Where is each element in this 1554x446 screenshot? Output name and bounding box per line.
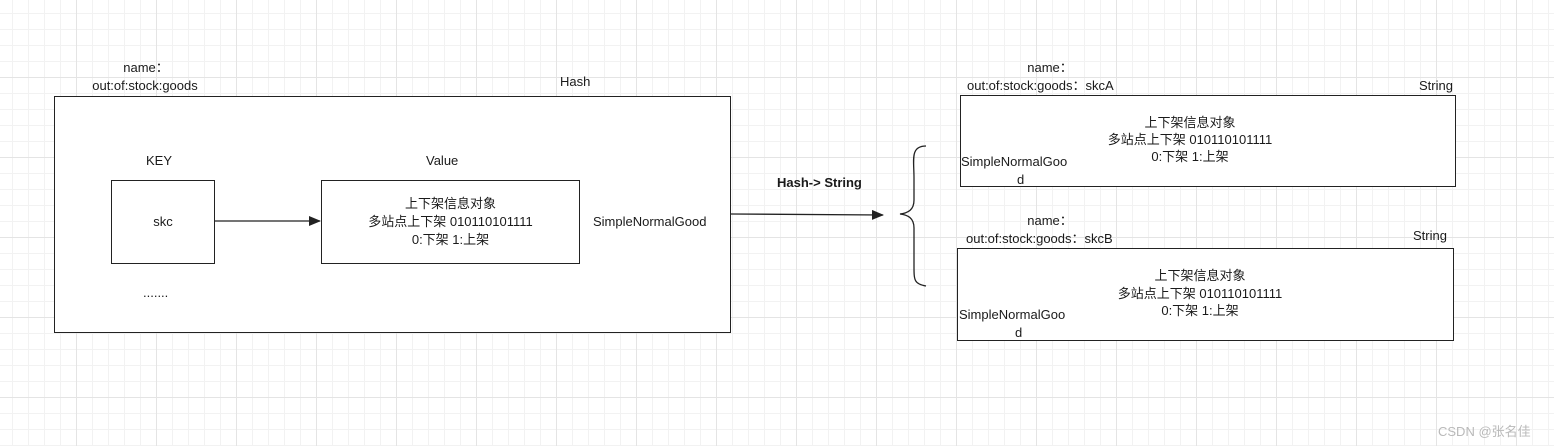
string-a-type-name-line-1: SimpleNormalGoo <box>961 154 1068 169</box>
hash-to-string-arrow <box>730 209 884 220</box>
hash-name-value: out:of:stock:goods <box>92 78 198 93</box>
string-a-type-label: String <box>1419 78 1453 93</box>
value-box <box>321 180 580 264</box>
string-a-name-label: name： <box>1027 60 1073 75</box>
string-a-box <box>960 95 1456 187</box>
key-text: skc <box>153 214 173 229</box>
string-b-value-line-3: 0:下架 1:上架 <box>1161 303 1239 318</box>
key-box <box>111 180 215 264</box>
string-b-type-name-line-2: d <box>1015 325 1023 340</box>
hash-type-name: SimpleNormalGood <box>593 214 707 229</box>
value-header: Value <box>426 153 459 168</box>
string-b-value-line-1: 上下架信息对象 <box>1154 268 1246 283</box>
string-a-value-line-2: 多站点上下架 010110101111 <box>1107 132 1273 147</box>
string-a-value-line-3: 0:下架 1:上架 <box>1151 149 1229 164</box>
key-ellipsis: ....... <box>143 285 169 300</box>
string-b-box <box>957 248 1454 341</box>
hash-name-label: name： <box>123 60 169 75</box>
value-line-3: 0:下架 1:上架 <box>411 232 490 247</box>
value-line-2: 多站点上下架 010110101111 <box>368 214 533 229</box>
string-a-value-line-1: 上下架信息对象 <box>1144 115 1236 130</box>
string-b-name-label: name： <box>1027 213 1073 228</box>
string-b-name-value: out:of:stock:goods：skcB <box>966 231 1113 246</box>
string-b-type-label: String <box>1413 228 1447 243</box>
string-b-type-name-line-1: SimpleNormalGoo <box>959 307 1066 322</box>
string-a-name-value: out:of:stock:goods：skcA <box>967 78 1114 93</box>
string-b-value-line-2: 多站点上下架 010110101111 <box>1117 286 1283 301</box>
watermark: CSDN @张名佳 <box>1438 424 1531 439</box>
string-a-type-name-line-2: d <box>1017 172 1025 187</box>
value-line-1: 上下架信息对象 <box>404 196 496 211</box>
transform-label: Hash-> String <box>777 175 862 190</box>
brace-icon <box>899 145 927 287</box>
hash-type-label: Hash <box>560 74 591 89</box>
key-header: KEY <box>146 153 173 168</box>
